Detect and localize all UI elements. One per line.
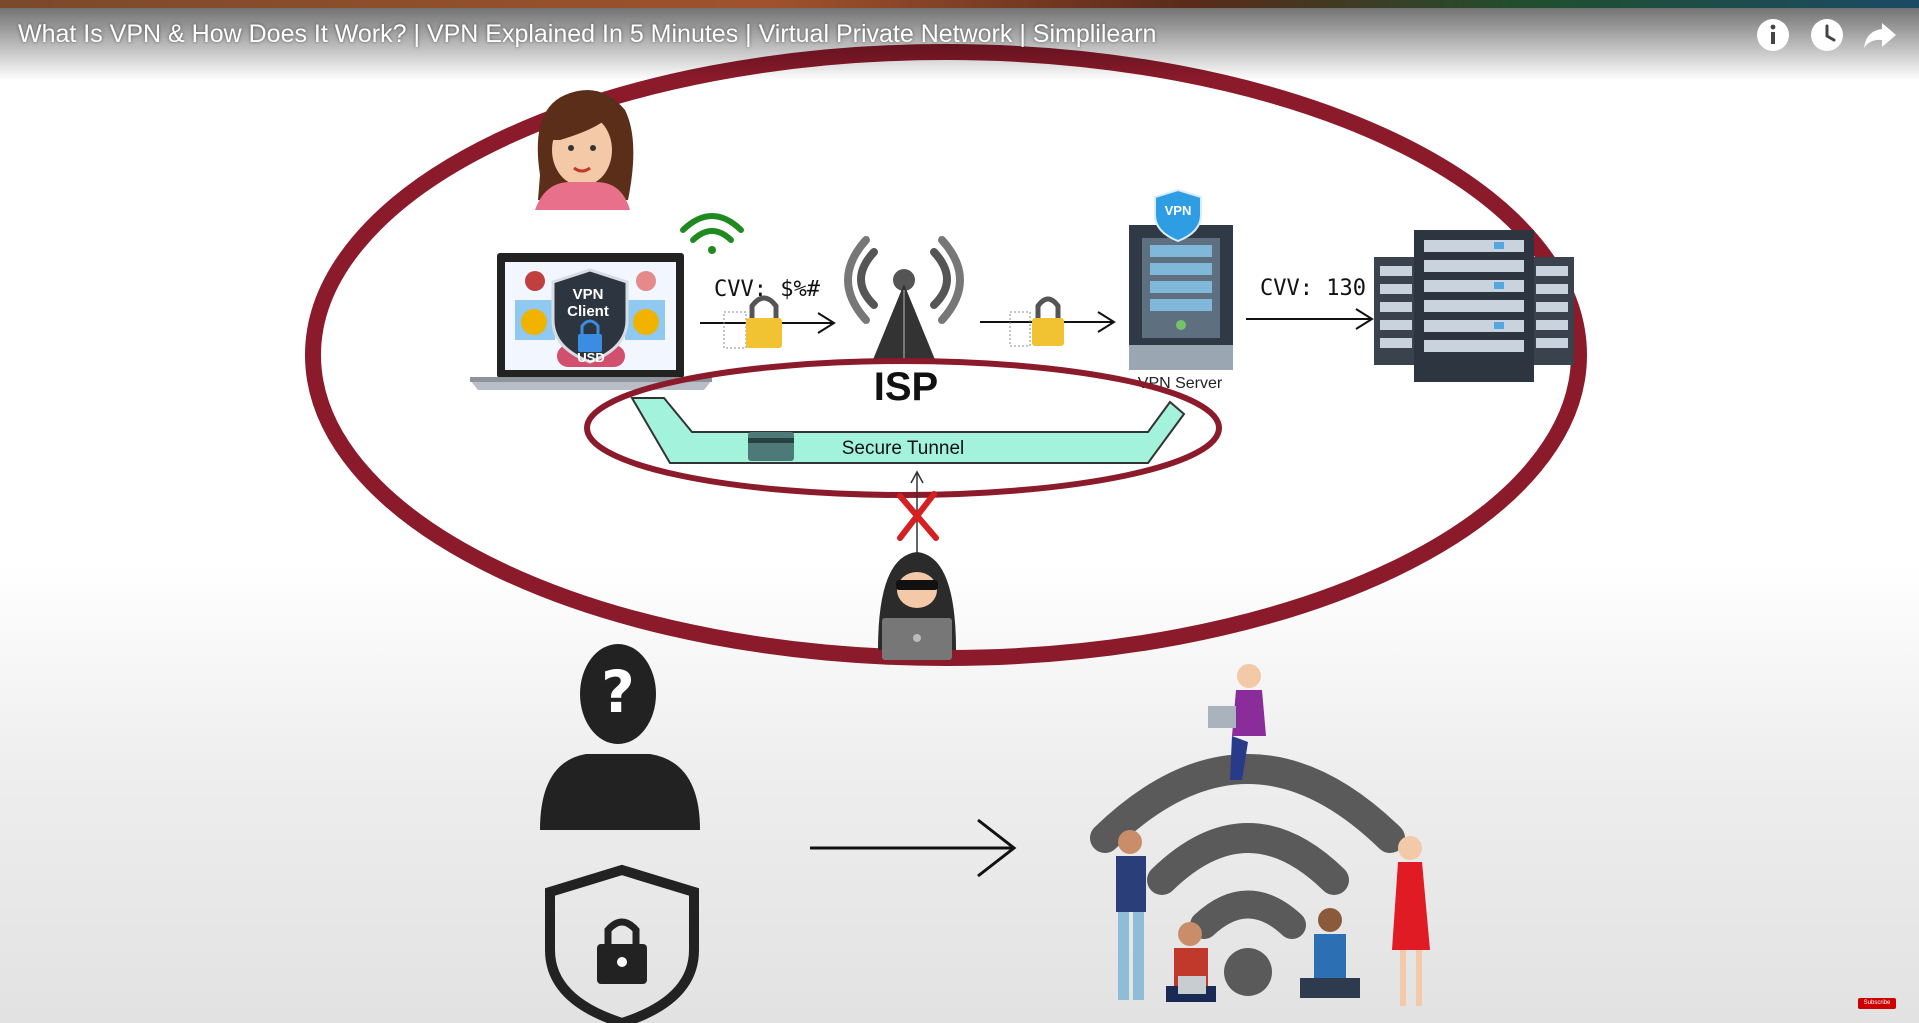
plain-data-arrow xyxy=(1246,308,1374,330)
subscribe-watermark-badge[interactable]: Subscribe xyxy=(1858,998,1896,1009)
svg-text:?: ? xyxy=(601,658,635,726)
vpn-server-icon xyxy=(1129,225,1233,370)
vpn-shield-badge-icon xyxy=(1154,188,1202,243)
wifi-people-illustration xyxy=(1090,664,1430,1006)
laptop-vpn-label: VPN xyxy=(573,286,604,303)
info-button[interactable] xyxy=(1755,17,1791,53)
player-title-bar xyxy=(0,8,1919,80)
vpn-badge-label: VPN xyxy=(1165,203,1192,218)
share-button[interactable] xyxy=(1862,17,1898,53)
woman-avatar-icon xyxy=(535,90,634,210)
isp-label: ISP xyxy=(874,365,938,409)
laptop-usd-badge: USD xyxy=(577,350,604,365)
shield-lock-icon xyxy=(545,864,699,1023)
anonymous-user-icon: ? xyxy=(540,644,700,830)
transition-arrow xyxy=(810,818,1017,878)
laptop-icon xyxy=(470,253,712,390)
secure-tunnel-label: Secure Tunnel xyxy=(842,438,965,459)
padlock-icon xyxy=(746,295,782,348)
watch-later-button[interactable] xyxy=(1809,17,1845,53)
antenna-icon xyxy=(844,236,964,362)
server-rack-icon xyxy=(1374,230,1574,382)
info-icon xyxy=(1757,19,1789,51)
padlock-icon-2 xyxy=(1032,296,1064,346)
wifi-icon xyxy=(680,213,744,254)
video-title[interactable]: What Is VPN & How Does It Work? | VPN Ex… xyxy=(18,20,1157,48)
blocked-x-icon xyxy=(897,470,939,560)
laptop-client-label: Client xyxy=(567,303,609,320)
share-arrow-icon xyxy=(1864,23,1896,48)
clock-icon xyxy=(1811,19,1843,51)
hacker-icon xyxy=(878,552,956,660)
cvv-plain-label: CVV: 130 xyxy=(1260,276,1366,301)
credit-card-icon xyxy=(748,432,794,461)
video-top-color-strip xyxy=(0,0,1919,8)
